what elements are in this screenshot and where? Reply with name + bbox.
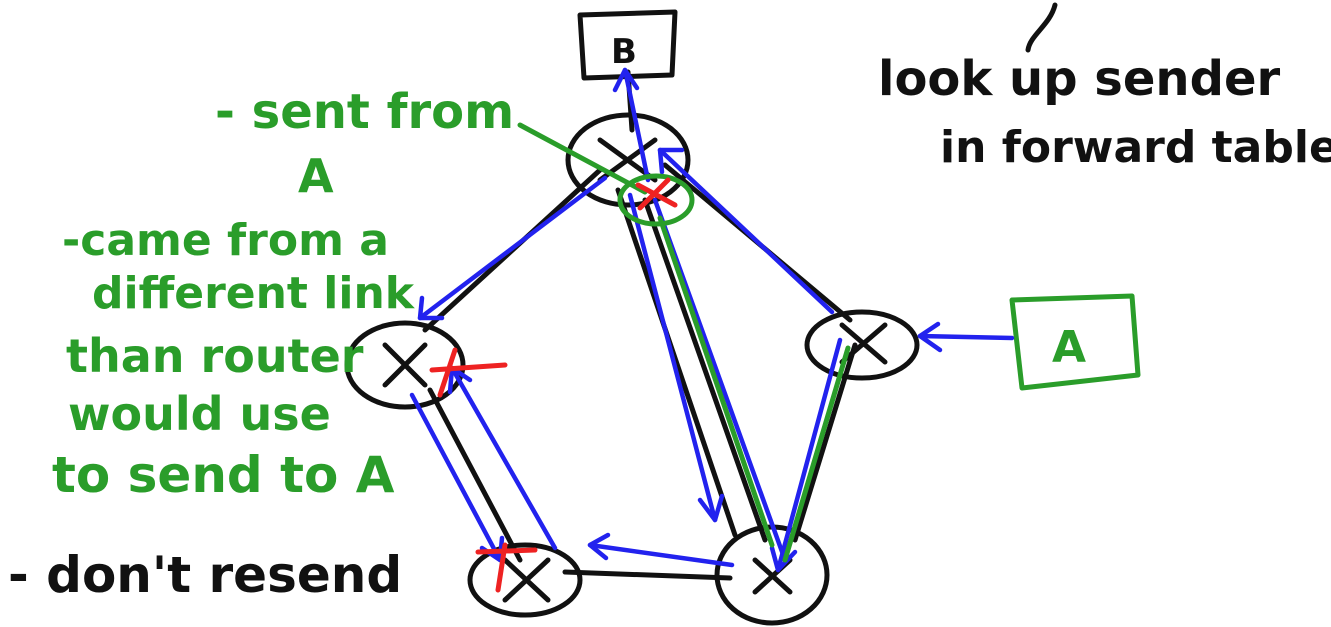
arrow-right-to-top [657,147,835,315]
came-from-line-1: -came from a [62,215,389,266]
green-circle-top [617,173,695,227]
broadcast-paths [409,67,1015,573]
router-right [804,309,920,381]
arrow-top-to-left [417,175,608,321]
host-b-label: B [611,32,637,72]
arrowhead-bottomright [769,545,798,573]
link-bottomleft-bottomright [562,569,733,581]
sent-from-note: - sent from A [215,84,514,203]
link-left-bottomleft [427,387,523,563]
router-bottom-left [467,542,583,618]
squiggle-mark [1025,2,1058,53]
arrow-top-down [627,192,718,523]
arrow-left-to-bottomleft [409,392,503,563]
came-from-line-2: different link [92,268,416,319]
red-x-bottomleft [475,542,538,593]
arrowhead-bottomleft [587,532,611,561]
lookup-line-1: look up sender [878,51,1280,107]
link-top-bottomright [615,187,738,538]
rejection-marks [429,177,678,593]
arrow-bottomleft-to-left [449,365,558,551]
arrowhead-down [697,493,725,523]
reverse-path [517,122,851,563]
came-from-line-4: would use [68,387,331,441]
arrowhead-top-from-right [657,147,685,175]
network-links [422,69,858,581]
sent-from-line-2: A [298,149,334,203]
host-b-box: B [577,9,678,81]
came-from-line-3: than router [66,329,364,383]
red-x-left [429,347,508,398]
came-from-note: -came from a different link than router … [52,215,416,504]
lookup-note: look up sender in forward table [878,2,1331,173]
sent-from-line-1: - sent from [215,84,514,140]
green-pointer [517,122,648,195]
arrow-right-to-bottomright [775,337,843,573]
arrow-a-to-right [917,333,1015,341]
arrow-bottomright-to-bottomleft [587,542,735,568]
arrowhead-b [612,67,640,93]
green-bottomright-to-top [657,215,775,548]
lookup-line-2: in forward table [940,122,1331,173]
red-x-top [635,177,678,211]
arrowhead-right [917,321,943,353]
arrowhead-left [417,295,445,321]
came-from-line-5: to send to A [52,446,395,504]
host-a-label: A [1052,322,1086,373]
link-top-bottomright-2 [642,197,768,543]
dont-resend-note: - don't resend [8,546,402,604]
green-right-to-bottomright [782,345,851,563]
arrow-top-to-b [622,67,651,183]
router-left [344,320,466,410]
host-a-box: A [1009,293,1141,391]
